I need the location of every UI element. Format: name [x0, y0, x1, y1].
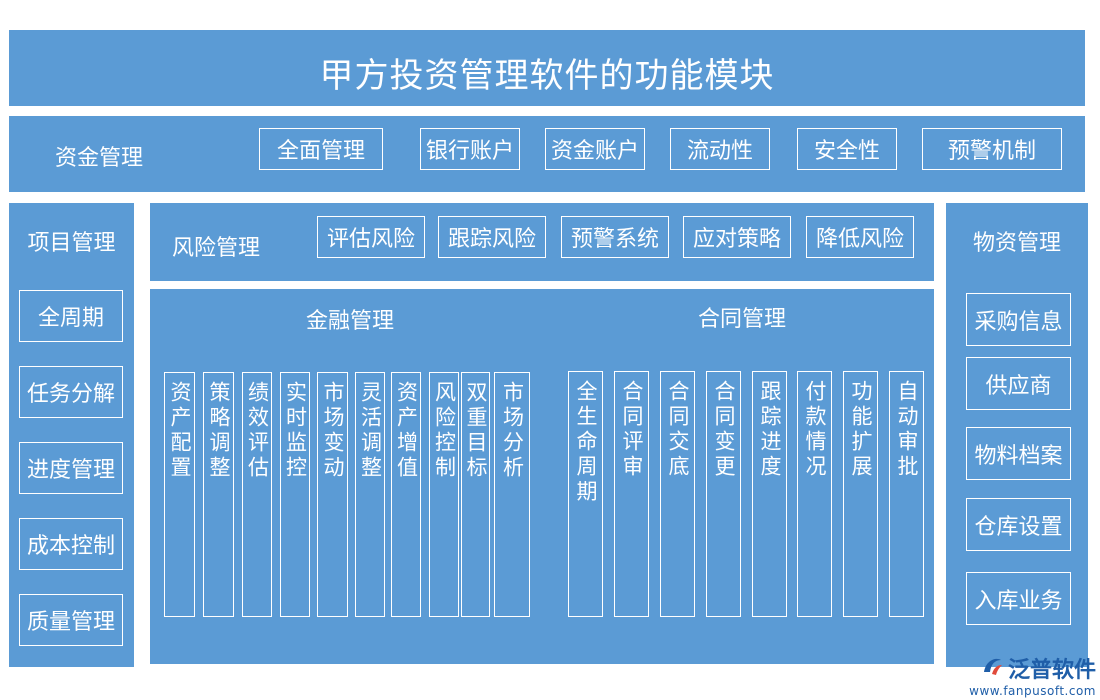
- finance-item-text: 绩效评估: [245, 381, 270, 481]
- finance-item-text: 风险控制: [432, 381, 457, 481]
- contract-panel: 合同管理 全生命周期 合同评审 合同交底 合同变更 跟踪进度 付款情况 功能扩展…: [556, 289, 934, 664]
- materials-item: 入库业务: [966, 572, 1071, 625]
- project-panel: 项目管理 全周期 任务分解 进度管理 成本控制 质量管理: [9, 203, 134, 667]
- materials-item: 仓库设置: [966, 498, 1071, 551]
- contract-item-text: 功能扩展: [849, 380, 873, 480]
- funds-label: 资金管理: [55, 146, 144, 171]
- finance-item-text: 灵活调整: [358, 381, 383, 481]
- project-item: 质量管理: [19, 594, 123, 646]
- contract-item: 合同交底: [660, 371, 695, 617]
- risk-label: 风险管理: [172, 236, 261, 261]
- funds-panel: 资金管理 全面管理 银行账户 资金账户 流动性 安全性 预警机制: [9, 116, 1085, 192]
- finance-label: 金融管理: [306, 309, 395, 334]
- materials-item: 采购信息: [966, 293, 1071, 346]
- risk-item: 评估风险: [317, 216, 425, 258]
- contract-item-text: 自动审批: [895, 380, 919, 480]
- finance-item-text: 实时监控: [283, 381, 308, 481]
- finance-panel: 金融管理 资产配置 策略调整 绩效评估 实时监控 市场变动 灵活调整 资产增值 …: [150, 289, 556, 664]
- finance-item-text: 资产配置: [168, 381, 192, 481]
- contract-item: 合同变更: [706, 371, 741, 617]
- contract-item: 跟踪进度: [752, 371, 787, 617]
- finance-item: 双重目标: [461, 372, 490, 617]
- finance-item: 策略调整: [203, 372, 234, 617]
- materials-item: 物料档案: [966, 427, 1071, 480]
- finance-item: 绩效评估: [242, 372, 272, 617]
- risk-item: 降低风险: [806, 216, 914, 258]
- risk-item: 应对策略: [683, 216, 791, 258]
- diagram-title: 甲方投资管理软件的功能模块: [319, 56, 775, 96]
- contract-item-text: 付款情况: [803, 380, 827, 480]
- funds-item: 安全性: [797, 128, 897, 170]
- finance-item: 资产配置: [164, 372, 195, 617]
- contract-item-text: 全生命周期: [574, 380, 598, 505]
- contract-item-text: 跟踪进度: [758, 380, 782, 480]
- contract-item-text: 合同交底: [666, 380, 690, 480]
- materials-label: 物资管理: [972, 231, 1061, 256]
- contract-item: 自动审批: [889, 371, 924, 617]
- project-item: 全周期: [19, 290, 123, 342]
- contract-label: 合同管理: [698, 307, 787, 332]
- finance-item: 资产增值: [391, 372, 421, 617]
- contract-item-text: 合同变更: [712, 380, 736, 480]
- materials-item: 供应商: [966, 357, 1071, 410]
- brand-url: www.fanpusoft.com: [969, 684, 1096, 698]
- brand-name: 泛普软件: [1007, 658, 1096, 683]
- finance-item: 风险控制: [429, 372, 459, 617]
- contract-item: 合同评审: [614, 371, 649, 617]
- funds-item: 流动性: [670, 128, 770, 170]
- materials-panel: 物资管理 采购信息 供应商 物料档案 仓库设置 入库业务: [946, 203, 1088, 667]
- finance-item-text: 资产增值: [394, 381, 419, 481]
- fanpu-logo-icon: [980, 654, 1004, 682]
- contract-item-text: 合同评审: [620, 380, 644, 480]
- risk-item: 跟踪风险: [438, 216, 546, 258]
- finance-item-text: 市场变动: [321, 381, 345, 481]
- project-item: 成本控制: [19, 518, 123, 570]
- finance-item: 市场分析: [494, 372, 530, 617]
- funds-item: 全面管理: [259, 128, 383, 170]
- contract-item: 付款情况: [797, 371, 832, 617]
- finance-item: 灵活调整: [355, 372, 385, 617]
- project-item: 任务分解: [19, 366, 123, 418]
- risk-panel: 风险管理 评估风险 跟踪风险 预警系统 应对策略 降低风险: [150, 203, 934, 281]
- project-label: 项目管理: [27, 231, 116, 256]
- finance-item: 实时监控: [280, 372, 310, 617]
- funds-item: 银行账户: [420, 128, 520, 170]
- project-item: 进度管理: [19, 442, 123, 494]
- title-panel: 甲方投资管理软件的功能模块: [9, 30, 1085, 106]
- funds-item: 资金账户: [545, 128, 645, 170]
- finance-item-text: 双重目标: [464, 381, 488, 481]
- funds-item: 预警机制: [922, 128, 1062, 170]
- brand-watermark: 泛普软件 www.fanpusoft.com: [968, 652, 1096, 698]
- contract-item: 全生命周期: [568, 371, 603, 617]
- finance-item-text: 市场分析: [500, 381, 525, 481]
- contract-item: 功能扩展: [843, 371, 878, 617]
- risk-item: 预警系统: [561, 216, 669, 258]
- finance-item-text: 策略调整: [207, 381, 231, 481]
- finance-item: 市场变动: [317, 372, 348, 617]
